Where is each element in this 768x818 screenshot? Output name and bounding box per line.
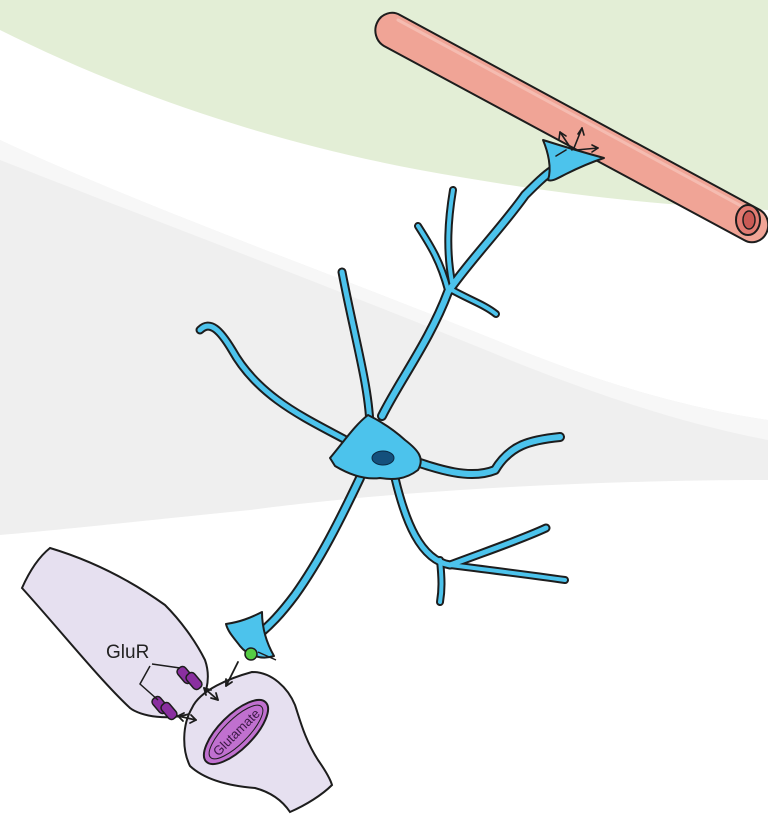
- glur-label: GluR: [106, 642, 149, 663]
- astrocyte-nucleus: [372, 451, 394, 465]
- gliotransmitter-dot: [245, 648, 257, 660]
- presynaptic-terminal: [184, 672, 332, 812]
- postsynaptic-neuron: [22, 548, 208, 717]
